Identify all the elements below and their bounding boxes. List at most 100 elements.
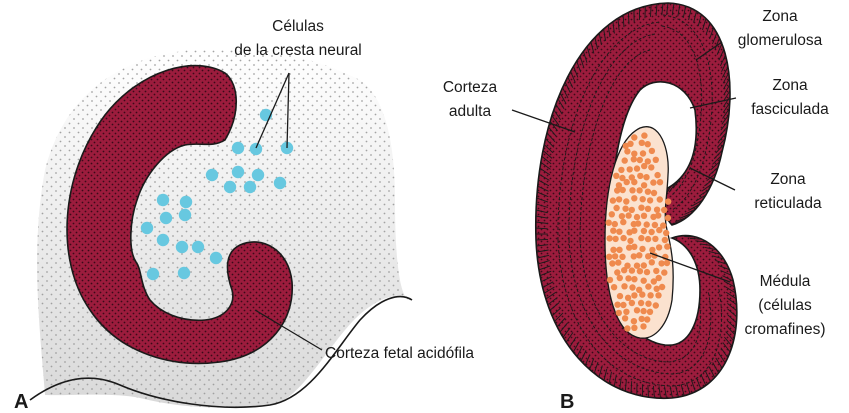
label-medulla-line2: (células [758,297,812,314]
glomerulosa-hatch [691,284,700,292]
chromaffin-cell [612,221,618,227]
chromaffin-cell [623,198,629,204]
glomerulosa-hatch [692,290,700,299]
neural-crest-cell [206,169,218,181]
chromaffin-cell [617,275,623,281]
chromaffin-cell [610,197,616,203]
glomerulosa-hatch [674,87,677,99]
chromaffin-cell [613,205,619,211]
neural-crest-cell [250,143,262,155]
chromaffin-cell [644,269,650,275]
neural-crest-cell [141,222,153,234]
chromaffin-cell [665,215,671,221]
glomerulosa-hatch [684,237,696,238]
glomerulosa-hatch [683,94,687,105]
chromaffin-cell [622,157,628,163]
chromaffin-cell [640,308,646,314]
chromaffin-cell [616,229,622,235]
glomerulosa-hatch [657,332,659,344]
chromaffin-cell [621,283,627,289]
neural-crest-cell [232,142,244,154]
chromaffin-cell [653,157,659,163]
chromaffin-cell [634,307,640,313]
chromaffin-cell [639,246,645,252]
neural-crest-cell [176,241,188,253]
chromaffin-cell [659,284,665,290]
glomerulosa-hatch [691,301,698,311]
chromaffin-cell [631,292,637,298]
chromaffin-cell [663,230,669,236]
chromaffin-cell [636,187,642,193]
chromaffin-cell [652,222,658,228]
glomerulosa-hatch [687,317,693,327]
chromaffin-cell [609,211,615,217]
chromaffin-cell [645,283,651,289]
chromaffin-cell [651,190,657,196]
chromaffin-cell [625,295,631,301]
neural-crest-cell [192,241,204,253]
chromaffin-cell [654,172,660,178]
chromaffin-cell [612,236,618,242]
glomerulosa-hatch [667,334,670,346]
chromaffin-cell [637,173,643,179]
chromaffin-cell [640,196,646,202]
chromaffin-cell [648,229,654,235]
chromaffin-cell [627,166,633,172]
glomerulosa-hatch [679,90,682,102]
glomerulosa-hatch [688,104,693,115]
neural-crest-cell [210,252,222,264]
glomerulosa-hatch [685,322,691,333]
chromaffin-cell [647,309,653,315]
panel-a-letter: A [14,391,28,413]
chromaffin-cell [655,212,661,218]
chromaffin-cell [661,269,667,275]
chromaffin-cell [636,252,642,258]
glomerulosa-hatch [678,330,682,341]
chromaffin-cell [631,228,637,234]
chromaffin-cell [620,302,626,308]
label-adult-cortex-line1: Corteza [443,79,498,96]
label-reticulata-line1: Zona [770,171,806,188]
chromaffin-cell [621,267,627,273]
chromaffin-cell [617,293,623,299]
chromaffin-cell [634,214,640,220]
chromaffin-cell [665,198,671,204]
glomerulosa-hatch [628,113,629,125]
neural-crest-cell [157,234,169,246]
chromaffin-cell [655,292,661,298]
label-medulla-line1: Médula [760,273,811,290]
glomerulosa-hatch [662,333,665,345]
label-fasciculata-line1: Zona [772,77,808,94]
chromaffin-cell [624,148,630,154]
chromaffin-cell [639,140,645,146]
chromaffin-cell [627,238,633,244]
chromaffin-cell [641,228,647,234]
chromaffin-cell [631,276,637,282]
chromaffin-cell [640,323,646,329]
panel-b-letter: B [560,391,574,413]
chromaffin-cell [629,187,635,193]
label-fetal-cortex: Corteza fetal acidófila [325,345,474,362]
neural-crest-cell [160,212,172,224]
chromaffin-cell [606,254,612,260]
glomerulosa-hatch [628,12,629,24]
neural-crest-cell [180,196,192,208]
chromaffin-cell [618,167,624,173]
chromaffin-cell [627,141,633,147]
label-fasciculata-line2: fasciculada [751,101,829,118]
chromaffin-cell [638,235,644,241]
neural-crest-cell [224,181,236,193]
chromaffin-cell [616,196,622,202]
chromaffin-cell [631,134,637,140]
chromaffin-cell [654,207,660,213]
neural-crest-cell [252,169,264,181]
chromaffin-cell [653,302,659,308]
chromaffin-cell [656,227,662,233]
chromaffin-cell [657,196,663,202]
chromaffin-cell [657,179,663,185]
chromaffin-cell [620,219,626,225]
chromaffin-cell [647,292,653,298]
chromaffin-cell [656,244,662,250]
chromaffin-cell [645,141,651,147]
